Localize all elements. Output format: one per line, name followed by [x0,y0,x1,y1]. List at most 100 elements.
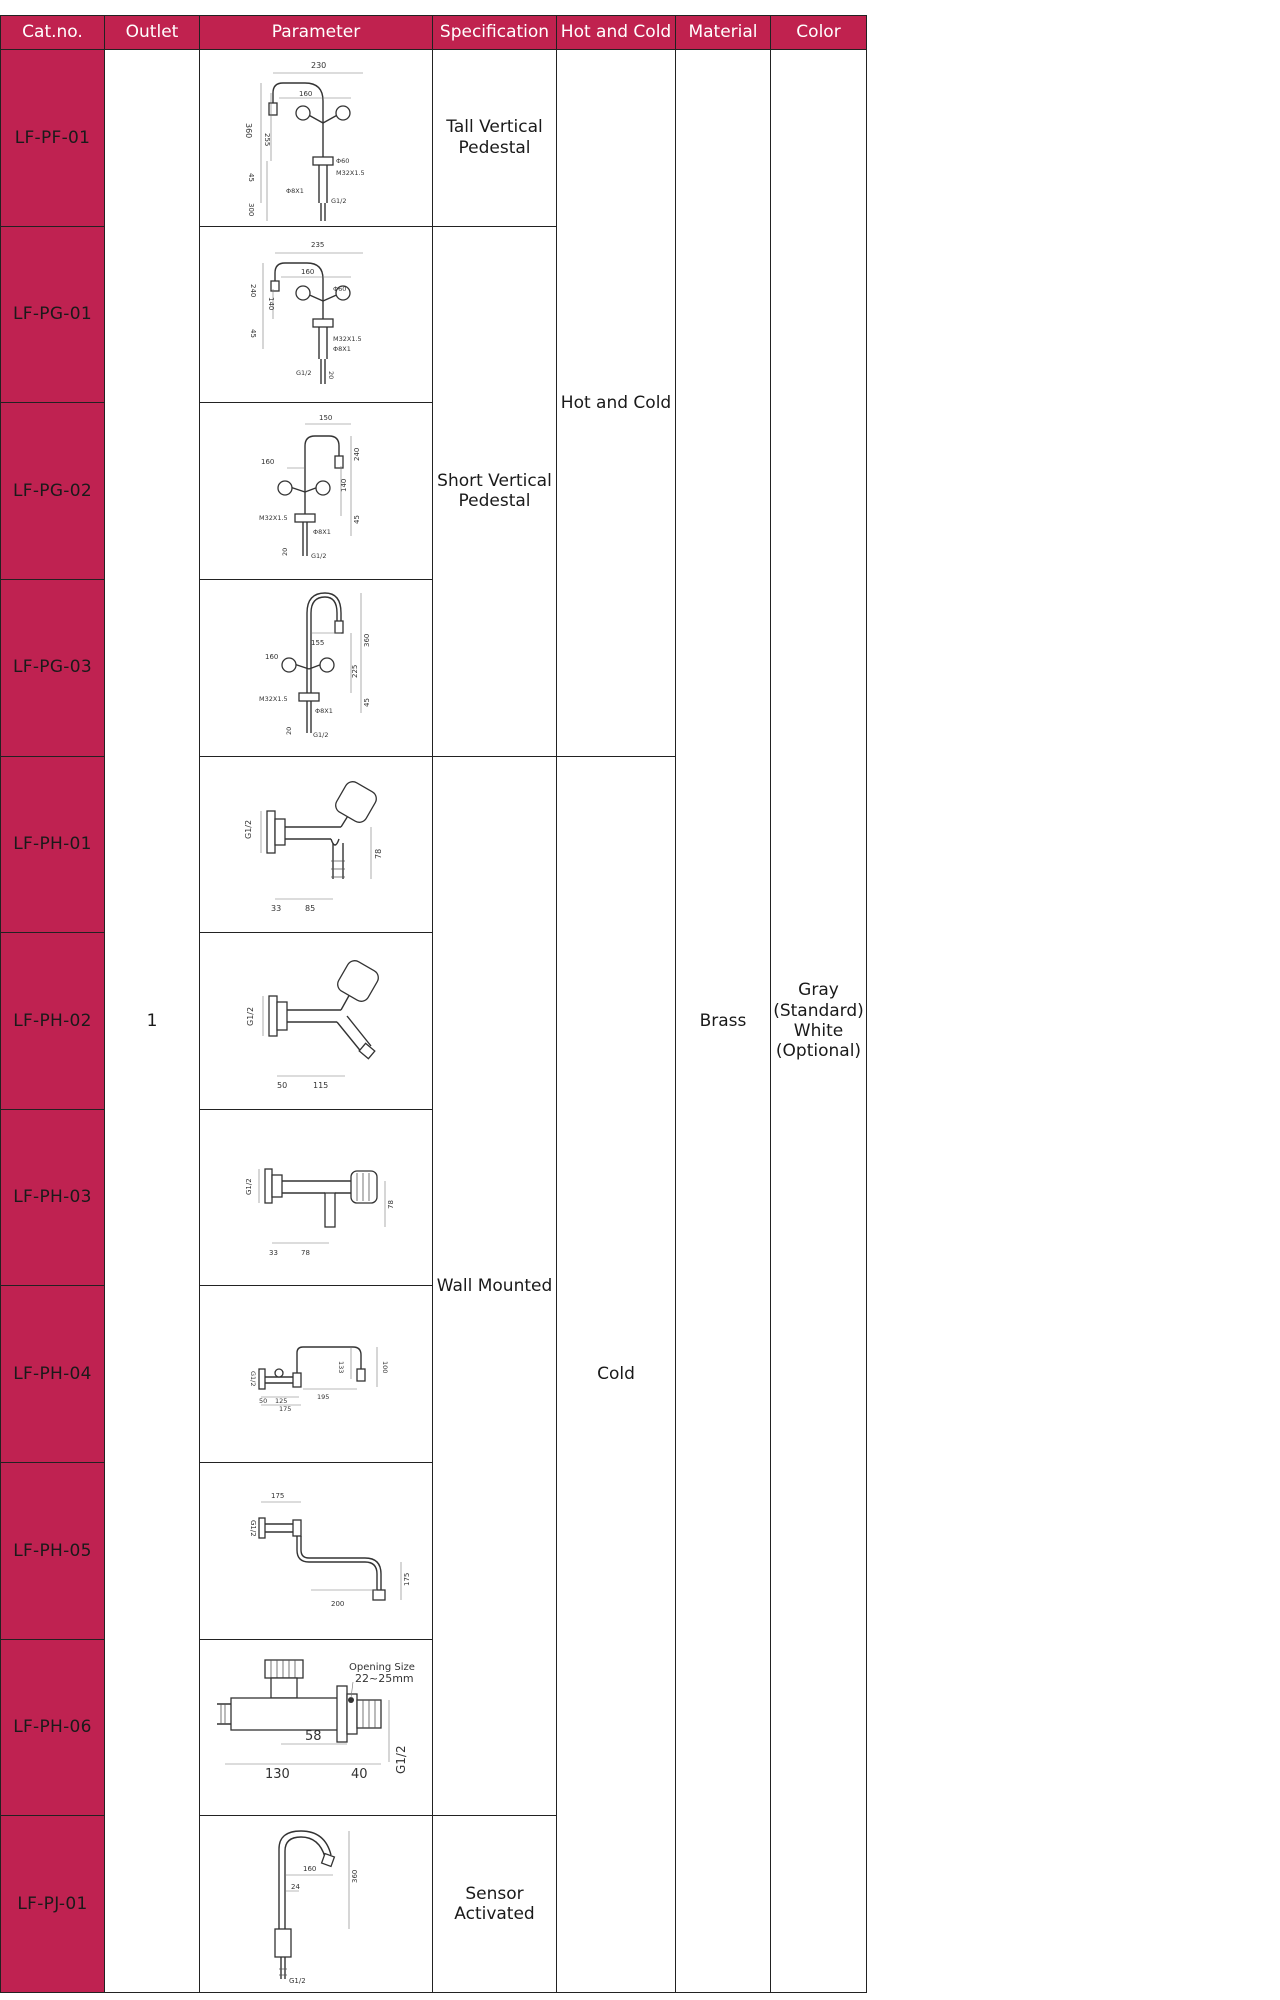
dim-label: 133 [337,1361,345,1373]
table-row: LF-PH-06 Opening Size [0,1638,867,1817]
dim-label: Φ60 [336,157,349,165]
dim-label: G1/2 [331,197,347,205]
specification-cell: Sensor Activated [432,1815,557,1993]
dim-label: G1/2 [313,731,329,739]
catno-cell: LF-PH-04 [0,1285,105,1463]
catno-cell: LF-PG-01 [0,225,105,404]
dim-label: 150 [319,414,332,422]
dim-label: 160 [301,268,314,276]
dim-label: G1/2 [296,369,312,377]
catno-cell: LF-PH-01 [0,755,105,934]
dim-label: G1/2 [244,820,253,839]
faucet-drawing-ph05: 175 G1/2 175 200 [249,1492,411,1608]
dim-label: G1/2 [245,1178,253,1195]
dim-label: Opening Size [349,1662,415,1673]
dim-label: G1/2 [289,1977,306,1985]
faucet-drawing-pg01: 235 160 240 140 45 Φ60 M32X1.5 Φ8X1 G1/2… [249,241,363,385]
parameter-drawing: G1/2 33 85 78 [199,755,433,934]
dim-label: 360 [351,1870,359,1883]
parameter-drawing: G1/2 33 78 78 [199,1108,433,1287]
dim-label: 195 [317,1393,329,1401]
dim-label: 240 [353,448,361,461]
dim-label: 45 [353,515,361,524]
dim-label: 160 [303,1865,316,1873]
dim-label: G1/2 [311,552,327,560]
dim-label: 45 [249,329,257,338]
specification-cell: Short Vertical Pedestal [432,225,557,757]
dim-label: 24 [291,1883,300,1891]
faucet-drawing-pg03: 160 155 225 360 45 M32X1.5 Φ8X1 20 G1/2 [259,591,371,739]
dim-label: 175 [271,1492,284,1500]
header-color: Color [770,15,867,50]
dim-label: 255 [263,133,271,146]
catno-cell: LF-PG-02 [0,402,105,580]
material-cell: Brass [675,49,771,1993]
dim-label: 45 [247,173,255,182]
table-row: LF-PF-01 1 230 160 360 255 45 [0,49,867,1993]
dim-label: G1/2 [394,1746,408,1775]
header-specification: Specification [432,15,557,50]
dim-label: Φ8X1 [315,707,333,715]
dim-label: 20 [281,548,289,556]
dim-label: 175 [403,1572,411,1585]
header-hot-cold: Hot and Cold [556,15,676,50]
dim-label: 100 [381,1361,389,1373]
catno-cell: LF-PH-03 [0,1108,105,1287]
header-material: Material [675,15,771,50]
dim-label: 240 [249,284,257,297]
dim-label: G1/2 [249,1520,257,1537]
hot-cold-cell: Hot and Cold [556,49,676,757]
product-spec-table: Cat.no. Outlet Parameter Specification H… [0,15,867,1993]
table-row: LF-PG-01 235 160 240 140 45 Φ60 [0,225,867,757]
dim-label: 40 [351,1767,368,1782]
dim-label: 155 [311,639,324,647]
dim-label: 300 [247,203,255,216]
dim-label: 360 [363,633,371,646]
catno-cell: LF-PG-03 [0,578,105,757]
outlet-cell: 1 [104,49,200,1993]
parameter-drawing: 235 160 240 140 45 Φ60 M32X1.5 Φ8X1 G1/2… [199,225,433,404]
dim-label: 125 [275,1397,287,1405]
dim-label: M32X1.5 [259,695,288,703]
dim-label: Φ60 [333,285,346,293]
dim-label: 78 [374,849,383,859]
dim-label: 160 [265,653,278,661]
table-row: LF-PH-05 175 G1/2 175 200 [0,1462,867,1640]
dim-label: M32X1.5 [333,335,362,343]
dim-label: 50 [259,1397,267,1405]
color-cell: Gray (Standard) White (Optional) [770,49,867,1993]
specification-cell: Wall Mounted [432,755,557,1817]
parameter-drawing: Opening Size 22~25mm 58 130 40 G1/2 [199,1638,433,1817]
parameter-drawing: 160 24 360 G1/2 [199,1815,433,1993]
dim-label: 160 [299,90,312,98]
table-row: LF-PG-03 160 155 225 360 45 M32X1.5 [0,578,867,757]
table-row: LF-PH-03 G1/2 33 78 78 [0,1108,867,1287]
faucet-drawing-ph02: G1/2 50 115 [246,959,379,1090]
dim-label: 140 [340,479,348,492]
specification-cell: Tall Vertical Pedestal [432,49,557,227]
faucet-drawing-ph04: G1/2 50 125 175 133 195 100 [249,1346,389,1413]
dim-label: 85 [305,904,315,913]
header-outlet: Outlet [104,15,200,50]
dim-label: 235 [311,241,324,249]
header-parameter: Parameter [199,15,433,50]
dim-label: G1/2 [246,1007,255,1026]
dim-label: 20 [327,371,335,379]
table-row: LF-PH-01 G1/2 33 85 78 Wall Mounte [0,755,867,1993]
dim-label: Φ8X1 [333,345,351,353]
dim-label: 200 [331,1600,344,1608]
table-row: LF-PJ-01 160 24 360 G1/2 Sensor Activate… [0,1815,867,1993]
dim-label: M32X1.5 [259,514,288,522]
dim-label: Φ8X1 [286,187,304,195]
dim-label: M32X1.5 [336,169,365,177]
dim-label: 33 [269,1249,278,1257]
dim-label: 78 [387,1200,395,1209]
dim-label: G1/2 [249,1371,257,1387]
dim-label: Φ8X1 [313,528,331,536]
dim-label: 230 [311,61,326,70]
faucet-drawing-ph06: Opening Size 22~25mm 58 130 40 G1/2 [217,1659,415,1782]
dim-label: 225 [351,664,359,677]
parameter-drawing: G1/2 50 115 [199,932,433,1110]
faucet-drawing-ph01: G1/2 33 85 78 [244,781,383,913]
faucet-drawing-pf01: 230 160 360 255 45 300 Φ60 M32X1.5 Φ8X1 … [244,61,365,221]
